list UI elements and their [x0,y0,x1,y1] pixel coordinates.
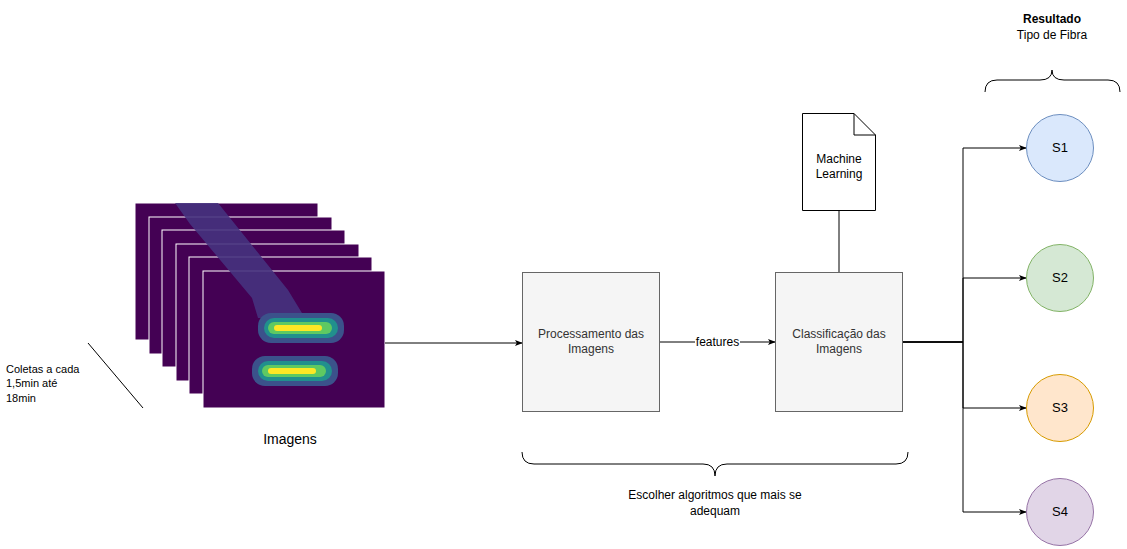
node-text: S1 [1052,140,1068,156]
image-stack [135,203,385,408]
heat-band [175,203,305,318]
brace [522,452,908,476]
node-text: S3 [1052,400,1068,416]
edge-label: features [695,335,740,349]
node-text: Machine Learning [802,142,876,182]
connector-arrow [839,211,840,272]
document-shape: Machine Learning [802,113,876,211]
heat-blob [258,313,344,343]
class-circle: S3 [1026,374,1094,442]
image-stack-node: Imagens [195,203,385,448]
note-label: Escolher algoritmos que mais se adequam [620,488,810,519]
heading-label: Resultado [992,12,1112,28]
process-box: Classificação das Imagens [775,272,903,412]
class-circle: S2 [1026,244,1094,312]
process-box: Processamento das Imagens [522,272,660,412]
connector-arrow [903,278,1026,342]
node-text: Processamento das Imagens [522,327,660,357]
node-text: S2 [1052,270,1068,286]
connector-arrow [903,342,1026,408]
connector-arrow [385,343,522,344]
brace [985,70,1120,92]
note-label: Coletas a cada 1,5min até 18min [6,362,86,405]
sub-heading-label: Tipo de Fibra [992,28,1112,44]
node-text: Imagens [263,431,317,449]
heat-blob [252,356,338,386]
class-circle: S4 [1026,478,1094,546]
node-text: S4 [1052,504,1068,520]
connector-arrow [903,148,1026,342]
connector-arrow [903,342,1026,512]
node-text: Classificação das Imagens [775,327,903,357]
leader-line [88,343,143,408]
class-circle: S1 [1026,114,1094,182]
